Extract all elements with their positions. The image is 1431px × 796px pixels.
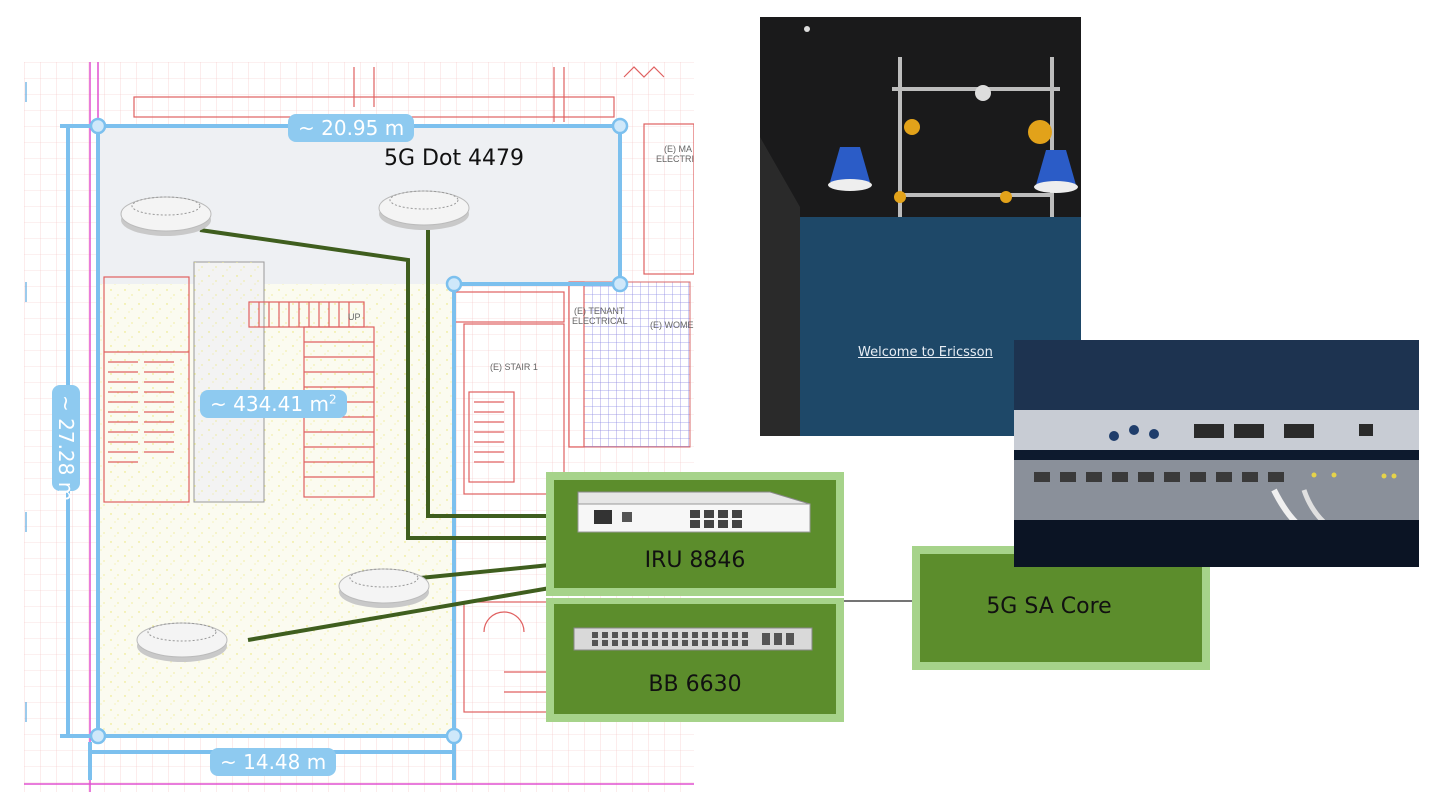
wire-dot-4	[247, 586, 551, 642]
bb-label: BB 6630	[648, 672, 742, 697]
wire-dot-1	[199, 228, 550, 540]
5g-dot-label: 5G Dot 4479	[384, 146, 525, 171]
iru-label: IRU 8846	[644, 548, 746, 573]
room-label-elec-a: (E) MA	[664, 144, 692, 154]
floor-plan: (E) TENANT ELECTRICAL (E) STAIR 1 (E) WO…	[24, 62, 694, 792]
5g-dot-device	[338, 558, 430, 610]
area-label: ~ 434.41 m2	[200, 390, 347, 418]
5g-dot-device	[136, 612, 228, 664]
room-label-up: UP	[348, 312, 361, 322]
room-label-women: (E) WOMEN	[650, 320, 694, 330]
welcome-sign: Welcome to Ericsson	[858, 345, 993, 360]
bb-device-image	[573, 627, 813, 651]
iru-box: IRU 8846	[546, 472, 844, 596]
lobby-photo: Welcome to Ericsson	[760, 17, 1081, 436]
bb-box: BB 6630	[546, 598, 844, 722]
room-label-stair: (E) STAIR 1	[490, 362, 538, 372]
5g-dot-device	[120, 186, 212, 238]
room-label-tenant: (E) TENANT	[574, 306, 625, 316]
area-value: ~ 434.41 m	[210, 392, 329, 416]
width-dimension-label: ~ 20.95 m	[288, 114, 415, 142]
wire-dot-2	[426, 230, 550, 518]
core-label: 5G SA Core	[986, 594, 1112, 619]
rack-photo	[1014, 340, 1419, 567]
wire-dot-3	[419, 563, 551, 580]
area-unit-superscript: 2	[328, 392, 337, 407]
5g-dot-device	[378, 180, 470, 232]
iru-device-image	[577, 491, 811, 533]
bottom-dimension-label: ~ 14.48 m	[210, 748, 337, 776]
room-label-elec-b: ELECTRI	[656, 154, 694, 164]
room-label-tenant-electrical: ELECTRICAL	[572, 316, 628, 326]
